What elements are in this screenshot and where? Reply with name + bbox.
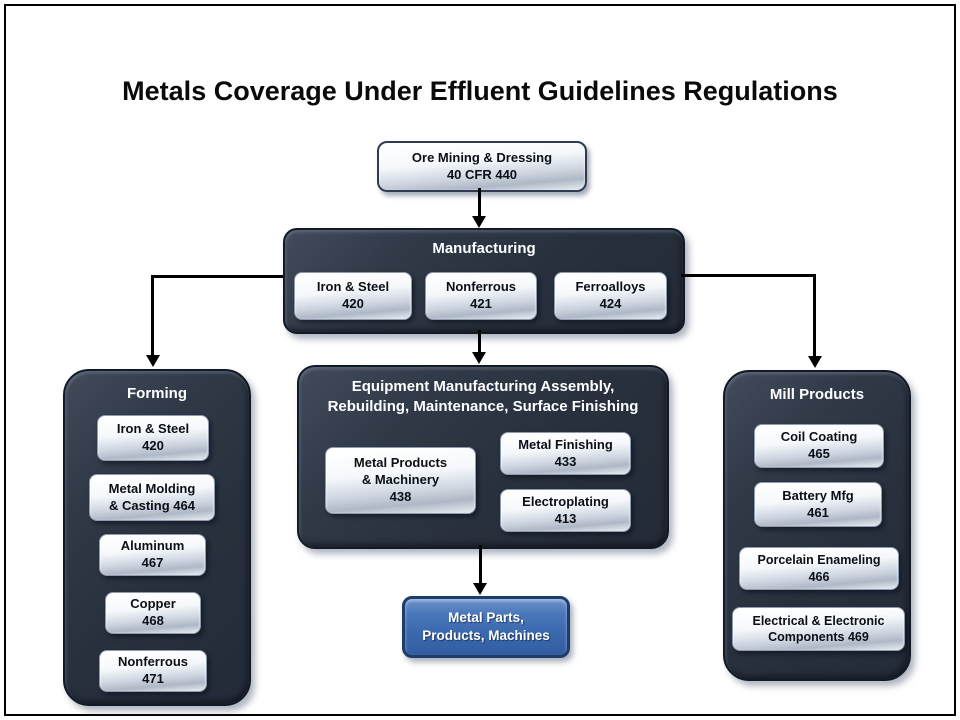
connector-root-manufacturing-arrowhead-icon	[472, 216, 486, 228]
container-mill-products-title: Mill Products	[769, 386, 865, 403]
container-manufacturing-title: Manufacturing	[432, 240, 536, 257]
connector-manufacturing-mill-vline	[813, 274, 816, 356]
connector-manufacturing-forming-arrowhead-icon	[146, 355, 160, 367]
connector-root-manufacturing-line	[478, 188, 481, 216]
connector-manufacturing-mill-arrowhead-icon	[808, 356, 822, 368]
container-forming-title: Forming	[127, 385, 187, 402]
connector-equipment-result-line	[479, 545, 482, 585]
container-equipment-title: Equipment Manufacturing Assembly,Rebuild…	[327, 378, 639, 416]
connector-manufacturing-equipment-line	[478, 330, 481, 354]
connector-manufacturing-forming-hline	[151, 275, 283, 278]
container-equipment: Equipment Manufacturing Assembly,Rebuild…	[297, 365, 669, 549]
page-title: Metals Coverage Under Effluent Guideline…	[122, 76, 838, 106]
connector-equipment-result-arrowhead-icon	[473, 583, 487, 595]
connector-manufacturing-forming-vline	[151, 275, 154, 355]
connector-manufacturing-equipment-arrowhead-icon	[472, 352, 486, 364]
node-metal-parts-products-machines: Metal Parts,Products, Machines	[402, 596, 570, 658]
node-metal-molding-casting-464: Metal Molding& Casting 464	[89, 474, 215, 521]
connector-manufacturing-mill-hline	[681, 274, 816, 277]
